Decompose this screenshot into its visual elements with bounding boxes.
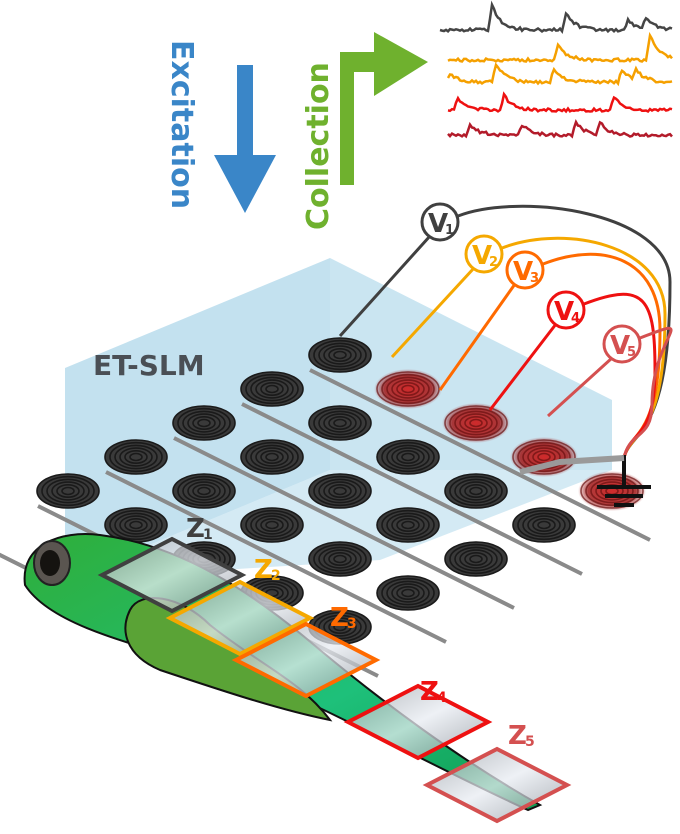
electrode-spiral xyxy=(376,507,440,543)
electrode-spiral xyxy=(444,473,508,509)
voltage-label: V xyxy=(472,241,492,271)
plane-subscript: 5 xyxy=(525,734,535,750)
voltage-subscript: 5 xyxy=(627,345,636,360)
voltage-source-3: V3 xyxy=(505,250,545,290)
electrode-lead xyxy=(105,470,447,644)
voltage-label: V xyxy=(610,331,630,361)
voltage-subscript: 4 xyxy=(571,311,580,326)
wire-in-1 xyxy=(338,234,432,338)
wire-out-5 xyxy=(622,326,673,459)
voltage-subscript: 2 xyxy=(489,255,498,270)
wire-in-4 xyxy=(488,323,558,411)
voltage-wires xyxy=(338,204,673,459)
excitation-arrow-shaft xyxy=(237,65,253,155)
collection-arrow xyxy=(340,32,428,185)
electrode-spiral xyxy=(442,403,510,443)
plane-subscript: 2 xyxy=(271,568,281,584)
excitation-label: Excitation xyxy=(164,40,199,209)
electrode-lead xyxy=(173,436,515,610)
voltage-source-5: V5 xyxy=(602,324,642,364)
imaging-plane-1: Z1 xyxy=(97,514,247,614)
imaging-plane-5: Z5 xyxy=(422,721,572,824)
excitation-arrow xyxy=(214,65,276,213)
electrode-spiral xyxy=(512,507,576,543)
collection-label: Collection xyxy=(301,62,336,230)
plane-subscript: 3 xyxy=(347,616,357,632)
plane-label: Z xyxy=(508,721,527,751)
imaging-plane-3: Z3 xyxy=(231,603,381,699)
trace-3 xyxy=(446,62,673,87)
voltage-subscript: 1 xyxy=(445,223,454,238)
voltage-source-2: V2 xyxy=(464,234,504,274)
electrode-array xyxy=(0,337,651,712)
voltage-source-4: V4 xyxy=(546,290,586,330)
electrode-spiral xyxy=(308,541,372,577)
electrode-spiral xyxy=(578,471,646,511)
electrode-spiral xyxy=(104,507,168,543)
wire-in-5 xyxy=(546,356,614,418)
plane-label: Z xyxy=(186,514,205,544)
device-label: ET-SLM xyxy=(93,349,205,382)
electrode-spiral xyxy=(36,473,100,509)
plane-subscript: 4 xyxy=(437,690,447,706)
plane-subscript: 1 xyxy=(203,527,213,543)
trace-5 xyxy=(447,119,673,139)
voltage-label: V xyxy=(428,209,448,239)
voltage-label: V xyxy=(554,297,574,327)
electrode-spiral xyxy=(374,369,442,409)
electrode-spiral xyxy=(240,507,304,543)
electrode-spiral xyxy=(308,405,372,441)
electrode-spiral xyxy=(308,337,372,373)
voltage-subscript: 3 xyxy=(530,271,539,286)
electrode-spiral xyxy=(510,437,578,477)
electrode-spiral xyxy=(376,575,440,611)
plane-label: Z xyxy=(254,555,273,585)
collection-arrow-shaft xyxy=(340,52,374,185)
electrode-spiral xyxy=(376,439,440,475)
wire-in-3 xyxy=(438,283,517,391)
electrode-lead xyxy=(241,402,583,576)
plane-label: Z xyxy=(420,677,439,707)
excitation-arrow-head xyxy=(214,155,276,213)
electrode-lead xyxy=(309,368,651,542)
electrode-spiral xyxy=(104,439,168,475)
fluorescence-traces xyxy=(439,0,673,139)
wire-in-2 xyxy=(390,266,476,359)
fish-pupil xyxy=(40,550,60,576)
electrode-spiral xyxy=(172,405,236,441)
imaging-plane-4: Z4 xyxy=(343,677,493,761)
trace-4 xyxy=(447,91,673,114)
collection-arrow-head xyxy=(374,32,428,96)
plane-label: Z xyxy=(330,603,349,633)
imaging-plane-2: Z2 xyxy=(165,555,315,657)
voltage-source-1: V1 xyxy=(420,202,460,242)
electrode-spiral xyxy=(240,371,304,407)
voltage-label: V xyxy=(513,257,533,287)
electrode-spiral xyxy=(172,473,236,509)
electrode-spiral xyxy=(444,541,508,577)
ground-icon xyxy=(519,455,651,507)
trace-1 xyxy=(439,0,673,35)
electrode-spiral xyxy=(240,439,304,475)
trace-2 xyxy=(447,31,673,64)
electrode-spiral xyxy=(308,473,372,509)
